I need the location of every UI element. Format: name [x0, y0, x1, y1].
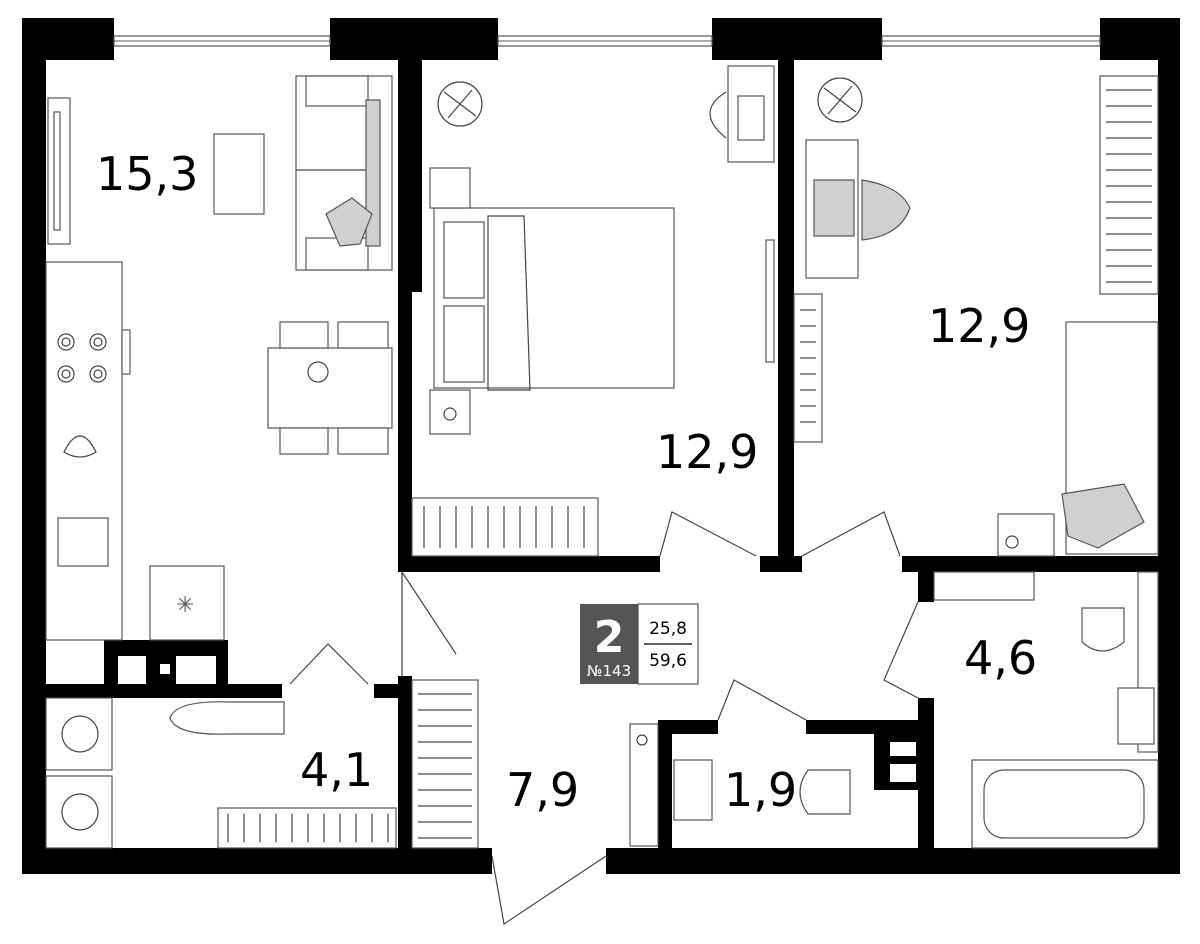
bedroom-1-wardrobe-hatch [423, 506, 585, 548]
room-area-bedroom-2: 12,9 [928, 299, 1030, 353]
bedroom-2-wardrobe-hatch [800, 89, 1152, 423]
bedroom-2-furniture [793, 75, 1159, 557]
hallway-wardrobe-hatch [418, 693, 472, 839]
storage-shelf-hatch [227, 814, 389, 842]
apartment-number: №143 [587, 662, 631, 680]
windows [113, 35, 1101, 47]
room-area-bathroom-small: 1,9 [724, 763, 797, 817]
apartment-badge: 2 №143 25,8 59,6 [580, 603, 699, 685]
svg-text:✳: ✳ [176, 593, 194, 618]
room-area-storage: 4,1 [300, 743, 373, 797]
doors [289, 511, 919, 926]
rooms-count: 2 [594, 612, 625, 663]
walls [22, 18, 1180, 874]
room-area-bedroom-1: 12,9 [656, 425, 758, 479]
room-area-bathroom-large: 4,6 [964, 631, 1037, 685]
badge-background [580, 604, 638, 684]
living-area: 25,8 [649, 619, 687, 639]
bathroom-fixtures [629, 571, 1159, 849]
room-area-living-kitchen: 15,3 [96, 147, 198, 201]
room-area-hallway: 7,9 [506, 763, 579, 817]
bedroom-1-furniture [411, 65, 775, 557]
total-area: 59,6 [649, 651, 687, 671]
living-kitchen-furniture: ✳ [45, 75, 397, 849]
hallway-wardrobe [411, 679, 479, 849]
